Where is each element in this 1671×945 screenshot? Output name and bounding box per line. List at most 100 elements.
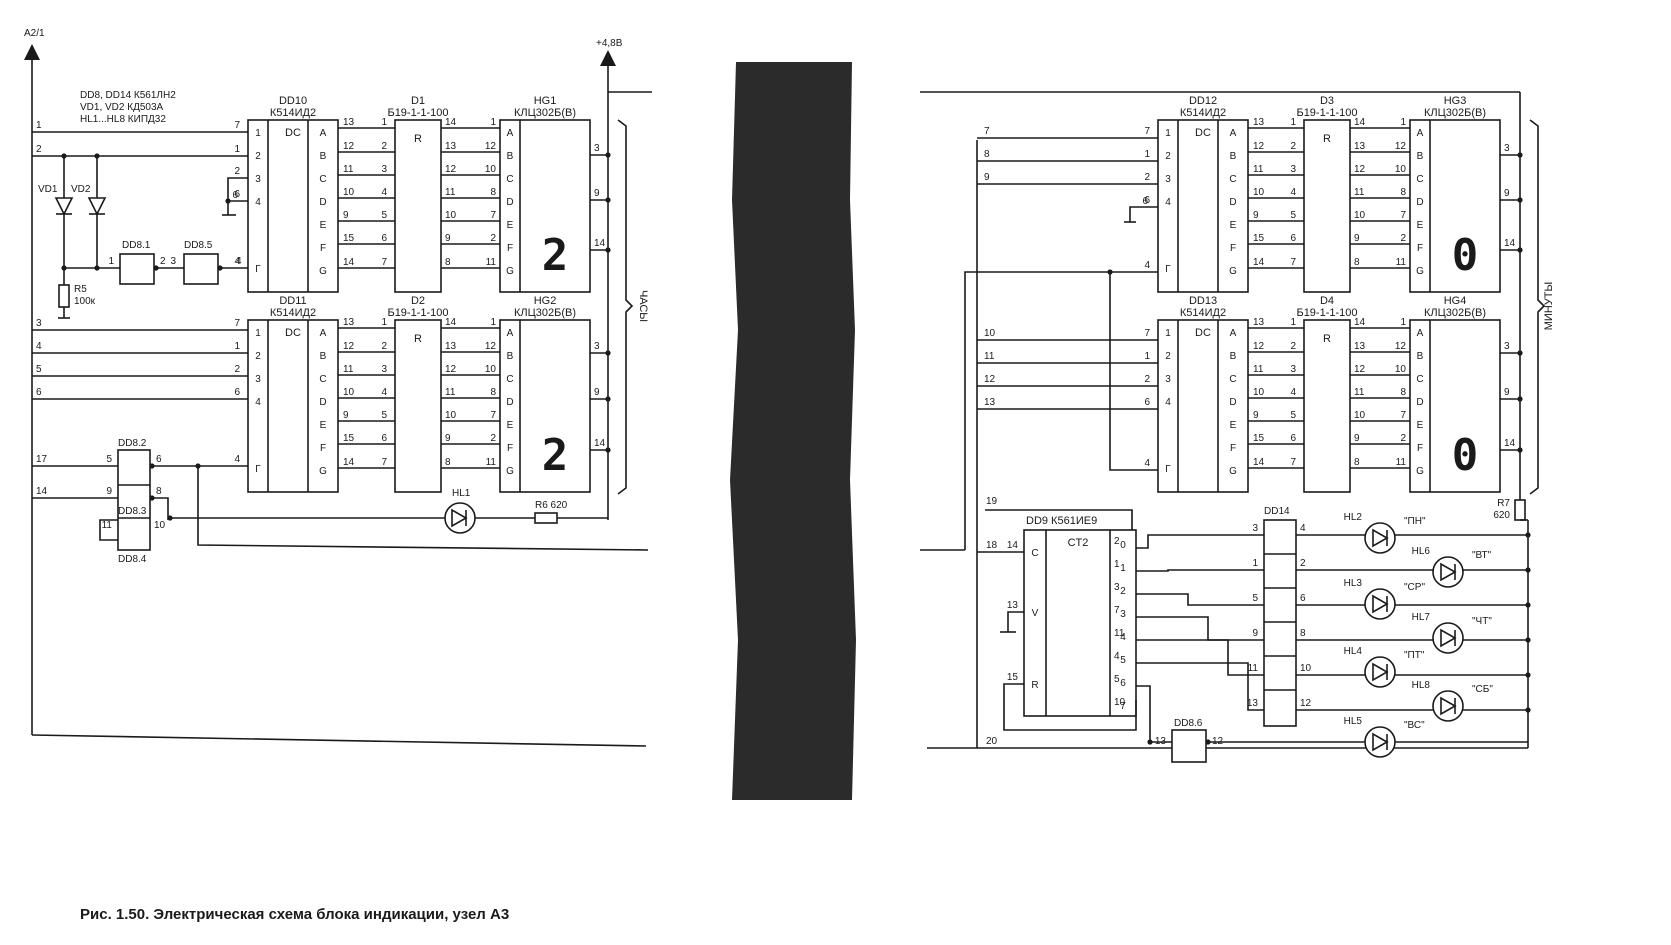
hg3-r-in-pin: 3 bbox=[1290, 164, 1296, 175]
hg2-display-segment-label: C bbox=[506, 374, 513, 385]
hg2-decoder-part: К514ИД2 bbox=[270, 307, 316, 319]
hg4-display-segment-label: F bbox=[1417, 443, 1423, 454]
hg2-decoder bbox=[247, 319, 339, 493]
junction-dot bbox=[1525, 532, 1531, 538]
hg3-hg-in-pin: 10 bbox=[1395, 164, 1407, 175]
hg2-r-out-pin: 11 bbox=[445, 387, 456, 398]
dd14-in-pin: 11 bbox=[1248, 663, 1259, 674]
hg-out-pin: 3 bbox=[594, 143, 600, 154]
hg4-decoder-output-label: G bbox=[1229, 466, 1237, 477]
hg4-decoder bbox=[1157, 319, 1249, 493]
hg1-dc-out-pin: 10 bbox=[343, 187, 355, 198]
hg4-resistor-array bbox=[1303, 319, 1351, 493]
hg2-decoder-input-label: 4 bbox=[255, 397, 261, 408]
dd8-3-pin: 9 bbox=[106, 486, 112, 497]
hg4-display-segment-label: B bbox=[1417, 351, 1424, 362]
junction-dot bbox=[605, 396, 611, 402]
hg4-r-out-pin: 13 bbox=[1354, 341, 1366, 352]
dd10-tie-pin: 6 bbox=[232, 190, 238, 201]
dd14-out-pin: 6 bbox=[1300, 593, 1306, 604]
hg1-decoder-output-label: G bbox=[319, 266, 327, 277]
hg4-hg-in-pin: 8 bbox=[1400, 387, 1406, 398]
dd14-in-pin: 1 bbox=[1252, 558, 1258, 569]
junction-dot bbox=[1147, 739, 1153, 745]
hg1-r-out-pin: 13 bbox=[445, 141, 457, 152]
dd9-pin: 13 bbox=[1007, 600, 1019, 611]
hg2-decoder-output-label: A bbox=[320, 328, 327, 339]
hg3-r-in-pin: 6 bbox=[1290, 233, 1296, 244]
rail-label: 8 bbox=[984, 149, 990, 160]
dd9-output-label: 4 bbox=[1120, 632, 1126, 643]
hg2-r-out-pin: 13 bbox=[445, 341, 457, 352]
rail-label: 18 bbox=[986, 540, 998, 551]
dd12-pin: 2 bbox=[1144, 172, 1150, 183]
hg2-dc-out-pin: 13 bbox=[343, 317, 355, 328]
dd11-gate-pin: 4 bbox=[234, 454, 240, 465]
hg1-dc-out-pin: 11 bbox=[343, 164, 354, 175]
hg4-r-in-pin: 2 bbox=[1290, 341, 1296, 352]
rail-label: 20 bbox=[986, 736, 998, 747]
dd14-buffer bbox=[1263, 519, 1297, 727]
dd9-output-label: 2 bbox=[1120, 586, 1126, 597]
hg1-r-out-pin: 10 bbox=[445, 210, 457, 221]
hg4-r-in-pin: 7 bbox=[1290, 457, 1296, 468]
hg-out-pin: 3 bbox=[1504, 143, 1510, 154]
junction-dot bbox=[149, 463, 155, 469]
hg3-decoder-input-label: 1 bbox=[1165, 128, 1171, 139]
input-label: A2/1 bbox=[24, 28, 45, 39]
hg4-decoder-part: К514ИД2 bbox=[1180, 307, 1226, 319]
hg4-display-part: КЛЦ302Б(В) bbox=[1424, 307, 1486, 319]
dd8-2-pin: 5 bbox=[106, 454, 112, 465]
hg3-resistor-array-label: R bbox=[1323, 133, 1331, 145]
wire bbox=[1003, 683, 1137, 731]
hg1-dc-out-pin: 12 bbox=[343, 141, 355, 152]
junction-dot bbox=[1525, 672, 1531, 678]
hg3-resistor-array-part: Б19-1-1-100 bbox=[1296, 107, 1357, 119]
day-bus-wire bbox=[1136, 593, 1264, 606]
rail-label: 3 bbox=[36, 318, 42, 329]
hg3-hg-in-pin: 11 bbox=[1396, 257, 1407, 268]
scan-fold-strip bbox=[730, 62, 856, 800]
hg1-r-out-pin: 12 bbox=[445, 164, 457, 175]
hg2-resistor-array-part: Б19-1-1-100 bbox=[387, 307, 448, 319]
hg3-r-out-pin: 8 bbox=[1354, 257, 1360, 268]
dd10-pin: 1 bbox=[234, 144, 240, 155]
hg1-r-out-pin: 11 bbox=[445, 187, 456, 198]
hg1-hg-in-pin: 12 bbox=[485, 141, 497, 152]
hg-out-pin: 3 bbox=[594, 341, 600, 352]
parts-note: DD8, DD14 К561ЛН2 bbox=[80, 90, 176, 101]
hg4-display-segment-label: C bbox=[1416, 374, 1423, 385]
hg4-r-out-pin: 8 bbox=[1354, 457, 1360, 468]
hl1-ref: HL1 bbox=[452, 488, 471, 499]
day-led-label: "ПН" bbox=[1404, 516, 1426, 527]
rail-label: 7 bbox=[984, 126, 990, 137]
hg3-dc-out-pin: 15 bbox=[1253, 233, 1265, 244]
hg2-r-out-pin: 12 bbox=[445, 364, 457, 375]
dd9-r-label: R bbox=[1031, 680, 1038, 691]
hg1-display-segment-label: F bbox=[507, 243, 513, 254]
rail-label: 4 bbox=[36, 341, 42, 352]
group-brace bbox=[1529, 119, 1546, 495]
r6-resistor bbox=[534, 512, 558, 524]
hg4-resistor-array-part: Б19-1-1-100 bbox=[1296, 307, 1357, 319]
hg1-r-out-pin: 8 bbox=[445, 257, 451, 268]
hl1-led-body bbox=[451, 508, 468, 528]
hg2-dc-out-pin: 11 bbox=[343, 364, 354, 375]
hg1-dc-out-pin: 14 bbox=[343, 257, 355, 268]
hg3-display-part: КЛЦ302Б(В) bbox=[1424, 107, 1486, 119]
hg1-decoder bbox=[247, 119, 339, 293]
hg4-display-segment-label: A bbox=[1417, 328, 1424, 339]
minutes-group-label: МИНУТЫ bbox=[1543, 282, 1555, 330]
day-led-body bbox=[1372, 732, 1389, 752]
hg1-r-in-pin: 7 bbox=[381, 257, 387, 268]
hg3-decoder-input-label: 2 bbox=[1165, 151, 1171, 162]
hg2-display bbox=[499, 319, 591, 493]
hg3-r-in-pin: 4 bbox=[1290, 187, 1296, 198]
hg4-decoder-input-label: 2 bbox=[1165, 351, 1171, 362]
hg1-dc-out-pin: 9 bbox=[343, 210, 349, 221]
hg4-r-out-pin: 10 bbox=[1354, 410, 1366, 421]
dd8-4-pin: 10 bbox=[154, 520, 166, 531]
hg3-decoder-input-label: 3 bbox=[1165, 174, 1171, 185]
hg4-dc-out-pin: 13 bbox=[1253, 317, 1265, 328]
hg1-decoder-part: К514ИД2 bbox=[270, 107, 316, 119]
